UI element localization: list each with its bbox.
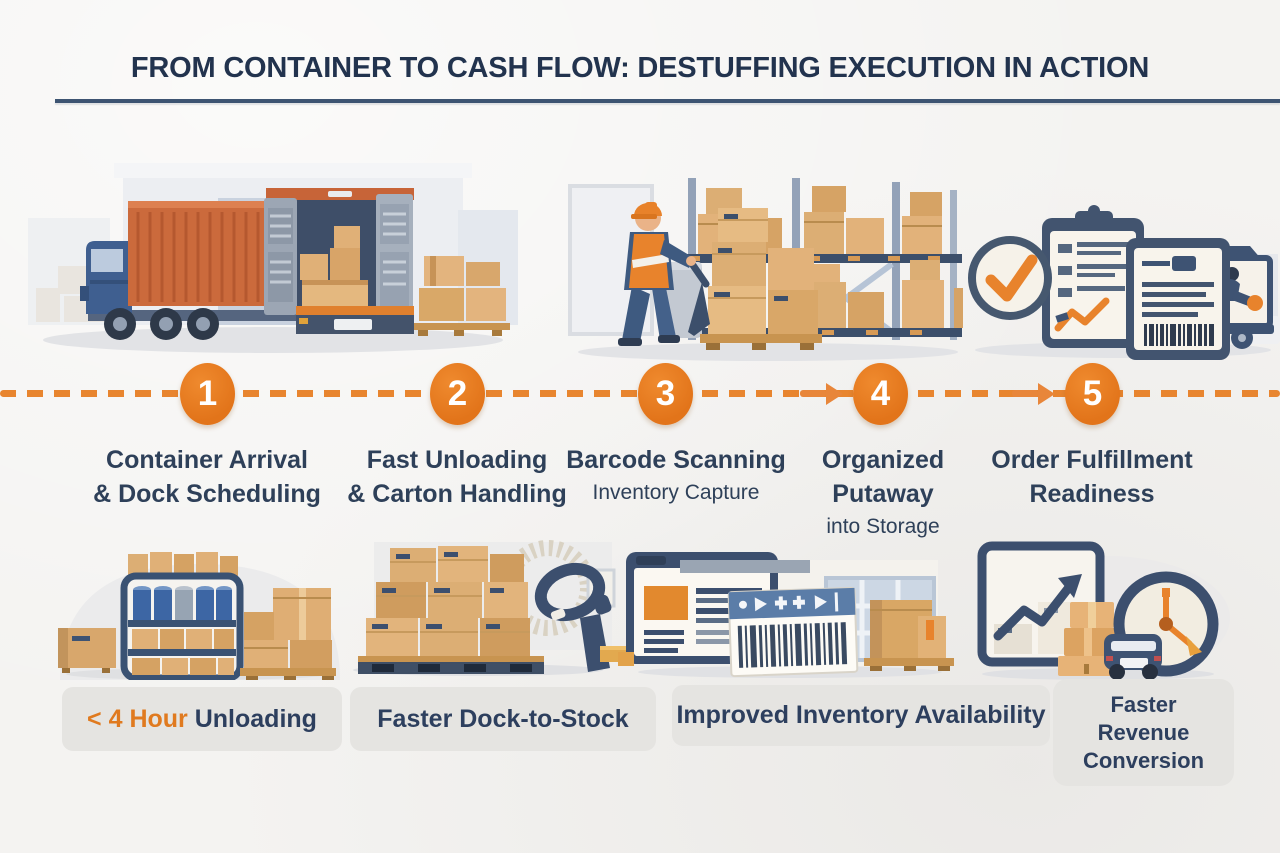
step-2-label: Fast Unloading & Carton Handling — [347, 446, 567, 508]
warehouse-racking-worker-illustration — [568, 178, 963, 361]
arrow-stem-step4 — [800, 390, 826, 397]
checklist-documents-dispatch-illustration — [968, 205, 1280, 360]
step-4-number: 4 — [870, 374, 891, 413]
step-5-marker: 5 — [1065, 363, 1120, 425]
badge-unloading-highlight: < 4 Hour — [87, 704, 188, 733]
arrow-icon-step5 — [1038, 383, 1055, 405]
badge-unloading-rest: Unloading — [187, 704, 317, 733]
step-3-number: 3 — [655, 374, 676, 413]
step-1-marker: 1 — [180, 363, 235, 425]
arrow-stem-step5 — [1012, 390, 1038, 397]
growth-chart-clock-delivery-illustration — [977, 541, 1230, 680]
dock-shelf-inventory-illustration — [58, 552, 340, 680]
step-2-number: 2 — [447, 374, 468, 413]
arrow-icon-step4 — [826, 383, 843, 405]
step-4-label: Organized Putaway into Storage — [821, 446, 945, 538]
badge-revenue-conversion: Faster Revenue Conversion — [1053, 679, 1234, 786]
container-truck-unloading-illustration — [28, 163, 518, 353]
badge-dock-to-stock: Faster Dock-to-Stock — [350, 687, 656, 751]
step-3-label: Barcode Scanning Inventory Capture — [566, 446, 786, 504]
page-title: FROM CONTAINER TO CASH FLOW: DESTUFFING … — [130, 52, 1150, 84]
step-1-label: Container Arrival & Dock Scheduling — [93, 446, 321, 508]
pallet-barcode-scanner-illustration — [353, 540, 630, 676]
step-5-number: 5 — [1082, 374, 1103, 413]
step-4-marker: 4 — [853, 363, 908, 425]
badge-unloading-time: < 4 Hour Unloading — [62, 687, 342, 751]
title-underline — [55, 99, 1280, 103]
inventory-system-barcode-illustration — [618, 552, 954, 678]
step-2-marker: 2 — [430, 363, 485, 425]
badge-inventory-availability: Improved Inventory Availability — [672, 685, 1050, 746]
step-1-number: 1 — [197, 374, 218, 413]
step-5-label: Order Fulfillment Readiness — [991, 446, 1193, 508]
step-3-marker: 3 — [638, 363, 693, 425]
